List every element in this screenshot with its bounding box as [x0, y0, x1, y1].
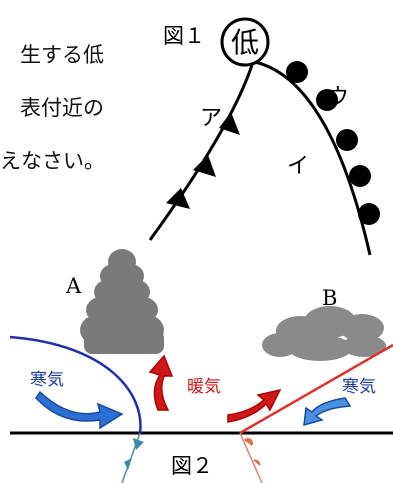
low-pressure-label: 低	[231, 26, 259, 59]
cold-air-arrow-left	[35, 390, 124, 430]
figure2-caption: 図２	[171, 454, 213, 478]
question-text-line3: えなさい。	[0, 149, 105, 173]
warm-front-boundary	[239, 343, 393, 435]
cumulonimbus-cloud-a	[80, 249, 164, 354]
label-i: イ	[287, 154, 309, 179]
warm-front-surface-line	[239, 432, 263, 483]
figure1-caption: 図１	[163, 24, 205, 48]
cloud-a-label: A	[65, 274, 82, 298]
warm-air-right-arrow	[227, 388, 282, 423]
cold-air-right-label: 寒気	[342, 377, 376, 397]
nimbostratus-cloud-b	[262, 306, 386, 361]
cold-front-surface-triangle	[133, 438, 144, 450]
label-a: ア	[200, 106, 222, 131]
warm-front-surface-semicircle	[244, 438, 253, 446]
cold-air-arrow-right	[303, 397, 352, 427]
label-u: ウ	[327, 85, 349, 110]
question-text-line1: 生する低	[20, 43, 104, 67]
question-text-line2: 表付近の	[20, 96, 104, 120]
cold-front-boundary	[9, 335, 142, 434]
warm-air-rising-arrow	[148, 354, 174, 411]
cloud-b-label: B	[322, 286, 337, 310]
low-pressure-symbol: 低	[220, 17, 270, 67]
cold-front-line	[148, 64, 254, 241]
warm-air-label: 暖気	[187, 377, 221, 397]
warm-front-semicircles	[286, 61, 380, 225]
warm-front-line	[254, 60, 372, 256]
cold-front-triangles	[166, 112, 240, 209]
cold-air-left-label: 寒気	[30, 370, 64, 390]
